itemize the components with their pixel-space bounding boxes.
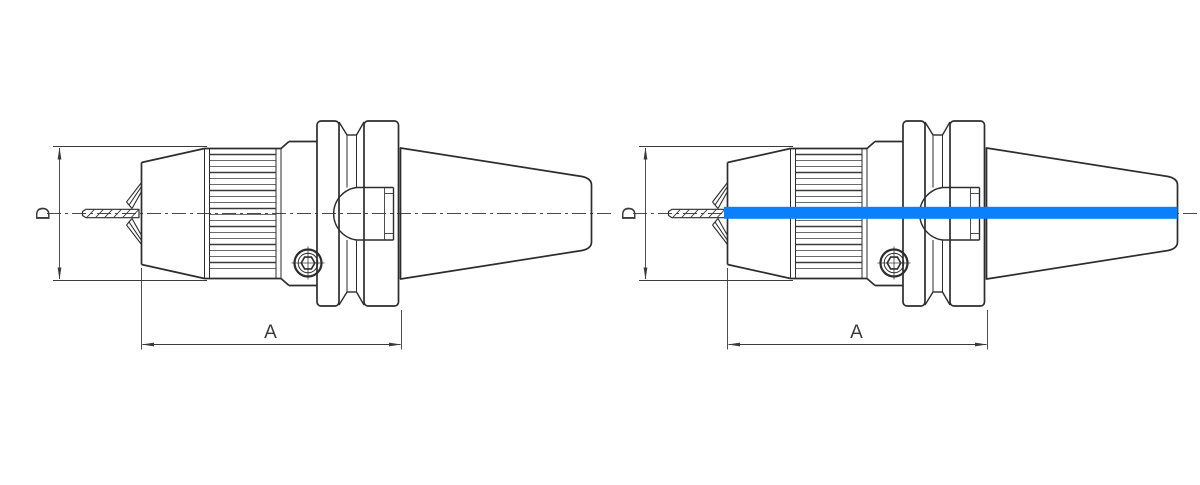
set-screw-outer: [293, 248, 323, 278]
hex-socket: [300, 256, 316, 270]
retention-slot: [332, 186, 395, 241]
dimension-a: A: [727, 268, 988, 350]
arrow-up: [57, 147, 62, 160]
v-flange: [316, 120, 400, 307]
set-screw: [291, 246, 325, 280]
arrow-down: [57, 267, 62, 280]
arrow-up: [643, 147, 648, 160]
arrow-down: [643, 267, 648, 280]
arrow-left: [727, 342, 740, 347]
arrow-right: [975, 342, 988, 347]
dimension-d: D: [620, 146, 793, 281]
dimension-a: A: [141, 268, 402, 350]
tool-holder-view-through-coolant: DA: [620, 120, 1197, 350]
coolant-channel-line: [724, 206, 1178, 219]
drill-bit: [81, 208, 140, 219]
dimension-a-label: A: [264, 322, 277, 343]
tool-holder-view-standard: DA: [34, 120, 611, 350]
chuck-jaws: [126, 182, 142, 245]
dimension-d-label: D: [620, 207, 641, 221]
taper-shank: [399, 147, 593, 280]
hex-socket: [886, 256, 902, 270]
dimension-d: D: [34, 146, 207, 281]
chuck-jaws: [712, 182, 728, 245]
flange-ring-rear: [363, 120, 400, 307]
arrow-left: [141, 342, 154, 347]
knurled-sleeve: [204, 147, 282, 280]
chuck-body: [140, 147, 205, 280]
dimension-d-label: D: [34, 207, 55, 221]
rear-body: [866, 140, 903, 287]
set-screw-outer: [879, 248, 909, 278]
arrow-right: [389, 342, 402, 347]
dimension-a-label: A: [850, 322, 863, 343]
flange-ring-front: [316, 120, 340, 307]
rear-body: [280, 140, 317, 287]
set-screw: [877, 246, 911, 280]
